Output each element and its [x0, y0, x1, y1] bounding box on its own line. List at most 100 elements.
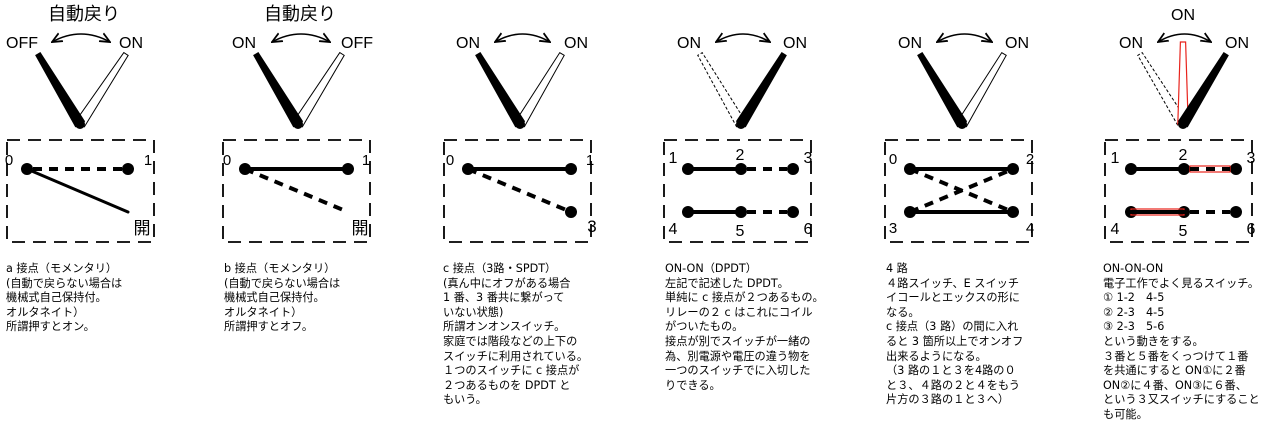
panel-6-terminal-1: 1: [1111, 150, 1120, 167]
panel-4-terminal-5: 5: [736, 223, 745, 240]
panel-6-center-state: ON: [1171, 7, 1195, 24]
panel-1-terminal-0: 0: [5, 152, 13, 169]
description-line: ４路スイッチ、E スイッチ: [886, 276, 1020, 290]
description-line: ON②に４番、ON③に６番、: [1103, 378, 1247, 392]
panel-4-left-state: ON: [677, 35, 701, 52]
panel-6-frame: [1104, 139, 1253, 243]
description-line: 出来るようになる。: [886, 349, 987, 363]
panel-3-lever-ghost: [514, 51, 565, 128]
panel-5-lever-ghost: [956, 51, 1007, 128]
description-line: 家庭では階段などの上下の: [443, 334, 578, 348]
panel-3-toggle-arrow: [495, 34, 550, 42]
panel-5-terminal-3: 3: [889, 220, 897, 237]
panel-6-right-state: ON: [1225, 35, 1249, 52]
description-line: ③ 2-3 5-6: [1103, 320, 1165, 334]
panel-1-left-state: OFF: [6, 35, 38, 52]
description-line: b 接点（モメンタリ）: [224, 262, 336, 275]
panel-5-terminal-2: 2: [1026, 151, 1034, 168]
panel-3-lever: [475, 51, 526, 128]
panel-1-terminal-1: 1: [144, 152, 152, 169]
description-line: りできる。: [665, 378, 721, 392]
description-line: 単純に c 接点が２つあるもの。: [665, 291, 824, 305]
panel-4-terminal-1: 1: [669, 150, 678, 167]
panel-5-lever: [917, 51, 968, 128]
panel-4-terminal-3: 3: [804, 150, 813, 167]
description-line: ３番と５番をくっつけて１番: [1103, 349, 1249, 363]
panel-2-terminal-0: 0: [223, 152, 231, 169]
panel-3-terminal-0: 0: [446, 152, 454, 169]
panel-4-terminal-4: 4: [669, 221, 678, 238]
panel-3-pivot: [515, 119, 525, 129]
panel-4-right-state: ON: [783, 35, 807, 52]
panel-2-frame: [222, 139, 371, 243]
panel-3-terminal-1: 1: [586, 152, 594, 169]
description-line: を共通にすると ON①に２番: [1103, 364, 1246, 378]
panel-4-lever: [735, 51, 787, 128]
panel-3-left-state: ON: [456, 35, 480, 52]
panel-2-lever-ghost: [292, 51, 345, 128]
panel-4-contact-6: [787, 206, 799, 218]
panel-1-lever: [35, 51, 86, 128]
panel-6-terminal-4: 4: [1111, 221, 1120, 238]
description-line: ② 2-3 4-5: [1103, 305, 1165, 319]
panel-6-contact-6: [1230, 206, 1242, 218]
description-line: a 接点（モメンタリ）: [6, 262, 118, 275]
description-line: （3 路の１と３を4路の０: [886, 364, 1016, 378]
panel-6-terminal-6: 6: [1247, 221, 1256, 238]
description-line: も可能。: [1103, 407, 1148, 421]
panel-2-pivot: [293, 119, 303, 129]
description-line: 左記で記述した DPDT。: [665, 276, 789, 290]
panel-5-cross-path-b: [909, 167, 1014, 214]
panel-4-frame: [663, 139, 812, 243]
description-line: 一つのスイッチでに入切した: [665, 364, 811, 378]
panel-4-description: ON-ON（DPDT）左記で記述した DPDT。単純に c 接点が２つあるもの。…: [665, 262, 865, 393]
description-line: スイッチに利用されている。: [443, 349, 589, 363]
description-line: 電子工作でよく見るスイッチ。: [1103, 276, 1260, 290]
panel-3-right-state: ON: [564, 35, 588, 52]
panel-4-lever-ghost: [697, 52, 747, 128]
panel-2-open-label: 開: [352, 219, 369, 238]
panel-1-lever-ghost: [74, 51, 129, 128]
description-line: イコールとエックスの形に: [886, 291, 1020, 305]
description-line: 所謂押すとオン。: [6, 320, 95, 334]
panel-3-open-path: [467, 167, 572, 214]
description-line: リレーの２ c はこれにコイル: [665, 305, 813, 319]
panel-3-terminal-3: 3: [587, 217, 596, 236]
panel-1-open-label: 開: [134, 219, 151, 238]
panel-5-right-state: ON: [1005, 35, 1029, 52]
description-line: ると 3 箇所以上でオンオフ: [886, 334, 1024, 348]
description-line: １つのスイッチに c 接点が: [443, 364, 580, 378]
panel-6-terminal-3: 3: [1247, 150, 1256, 167]
panel-5-terminal-0: 0: [889, 151, 897, 168]
panel-1-pivot: [75, 119, 85, 129]
panel-5-frame: [884, 139, 1033, 243]
panel-1-contact-1: [122, 163, 134, 175]
description-line: 所謂押すとオフ。: [224, 320, 314, 334]
description-line: 為、別電源や電圧の違う物を: [665, 349, 811, 363]
panel-6-terminal-2: 2: [1179, 147, 1188, 164]
panel-4-terminal-6: 6: [804, 221, 813, 238]
panel-2-left-state: ON: [232, 35, 256, 52]
panel-1-frame: [6, 139, 155, 243]
description-line: c 接点（3路・SPDT）: [443, 262, 557, 275]
description-line: がついたもの。: [665, 320, 744, 334]
panel-1-description: a 接点（モメンタリ）(自動で戻らない場合は機械式自己保持付。オルタネイト）所謂…: [6, 262, 206, 335]
panel-5-toggle-arrow: [937, 34, 992, 42]
description-line: オルタネイト）: [224, 305, 303, 319]
panel-5-left-state: ON: [898, 35, 922, 52]
panel-4-contact-3: [787, 163, 799, 175]
panel-1-toggle-arrow: [52, 34, 110, 42]
panel-1-title: 自動戻り: [48, 4, 120, 24]
description-line: いない状態): [443, 305, 504, 319]
panel-1-closed-path: [25, 167, 130, 214]
panel-6-contact-3: [1230, 163, 1242, 175]
description-line: オルタネイト）: [6, 305, 85, 319]
description-line: 1 番、3 番共に繋がって: [443, 291, 565, 305]
description-line: なる。: [886, 305, 920, 319]
panel-4-terminal-2: 2: [736, 147, 745, 164]
panel-2-toggle-arrow: [272, 34, 330, 42]
description-line: 機械式自己保持付。: [6, 291, 107, 305]
